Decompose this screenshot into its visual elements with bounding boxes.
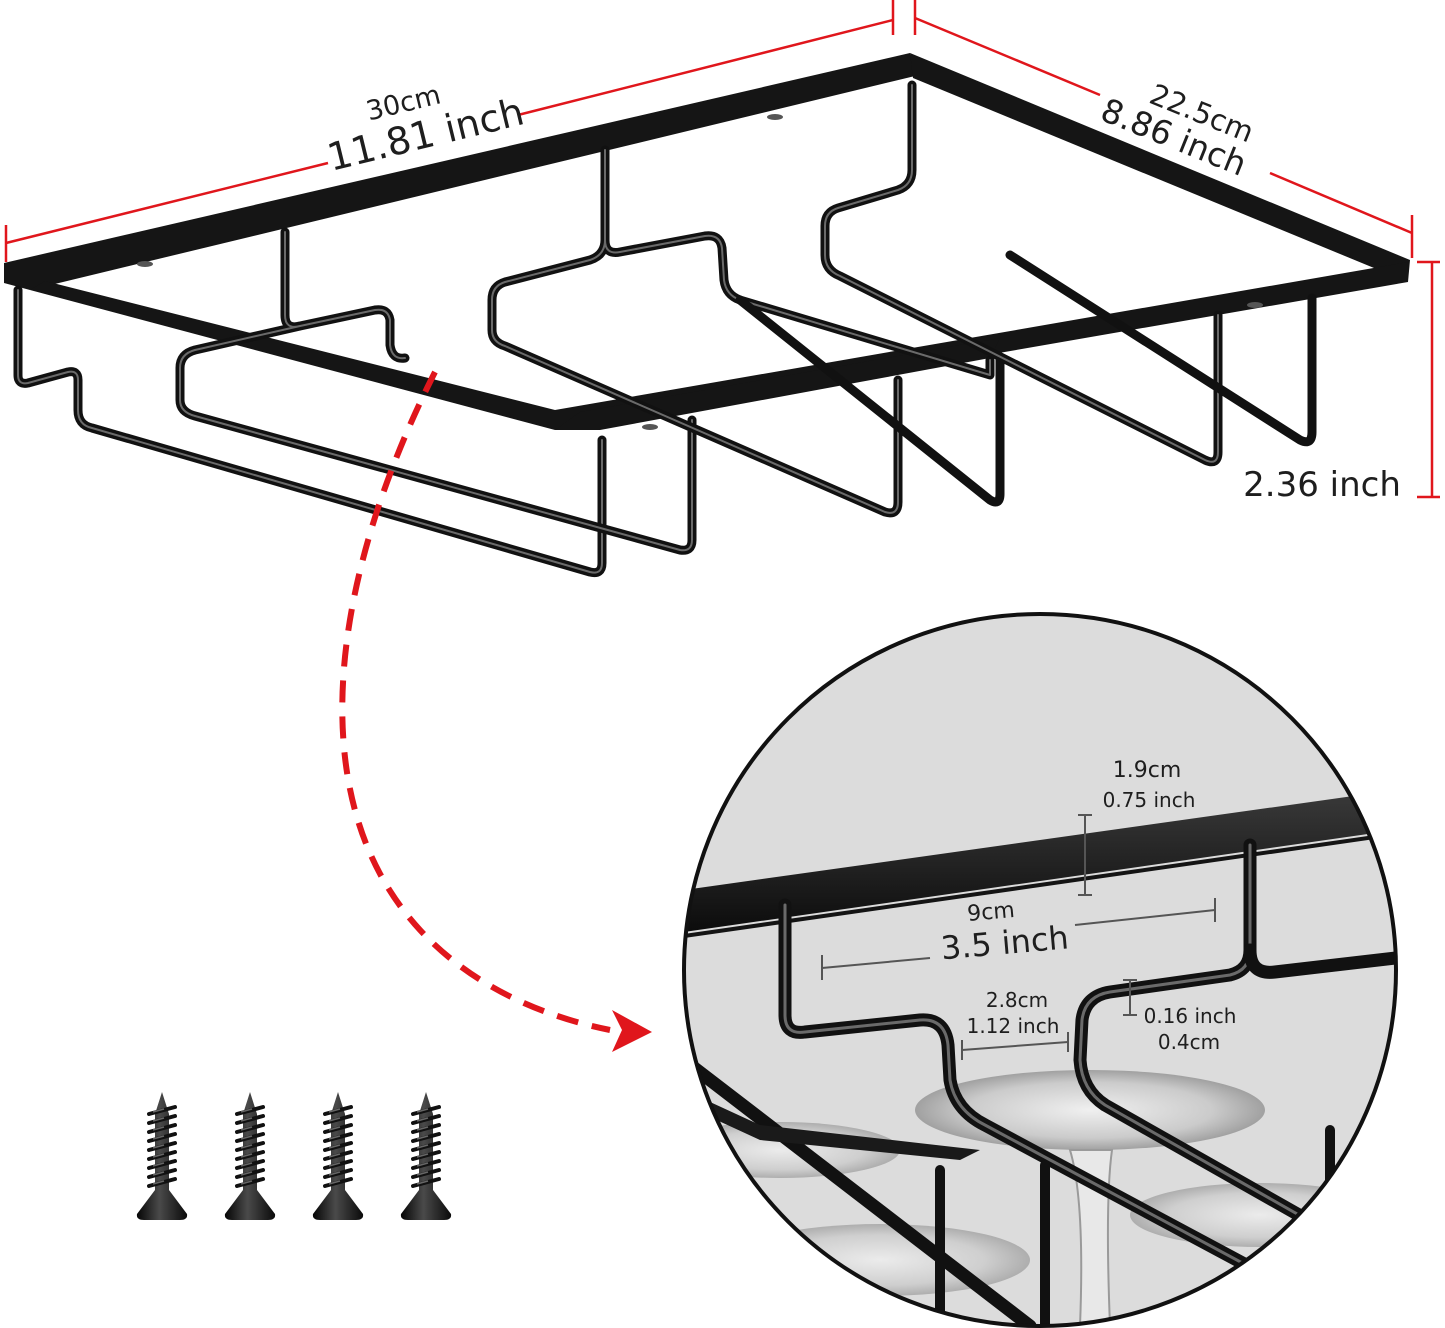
rack-right-rail	[910, 53, 1410, 282]
wire-holder-2	[175, 227, 697, 555]
dashed-arrow-icon	[339, 370, 652, 1052]
wine-glass-rack	[4, 53, 1410, 578]
wire-holder-4	[820, 80, 1317, 467]
rack-screw-hole	[1247, 302, 1263, 308]
height-inch-label: 2.36 inch	[1243, 465, 1401, 505]
wire-thickness-cm-label: 0.4cm	[1158, 1030, 1220, 1054]
rack-top-rail	[4, 53, 915, 290]
height-dimension: 2.36 inch	[1243, 260, 1440, 505]
wire-thickness-inch-label: 0.16 inch	[1144, 1004, 1237, 1028]
bar-width-inch-label: 0.75 inch	[1103, 788, 1196, 812]
rack-screw-hole	[767, 114, 783, 120]
wire-holder-3	[487, 145, 1005, 518]
width-dimension: 22.5cm 8.86 inch	[913, 0, 1414, 258]
rack-screw-hole	[137, 261, 153, 267]
length-dimension: 30cm 11.81 inch	[4, 0, 895, 262]
slot-spacing-cm-label: 9cm	[966, 898, 1016, 927]
screw-icon	[400, 1092, 452, 1220]
slot-opening-inch-label: 1.12 inch	[967, 1014, 1060, 1038]
screw-icon	[312, 1092, 364, 1220]
wire-thickness-dimension: 0.16 inch 0.4cm	[1123, 979, 1237, 1054]
bar-width-dimension: 1.9cm 0.75 inch	[1078, 758, 1196, 896]
rack-center-bar	[555, 338, 1000, 430]
slot-opening-cm-label: 2.8cm	[986, 988, 1048, 1012]
screw-icon	[136, 1092, 188, 1220]
zoom-detail: 1.9cm 0.75 inch 9cm 3.5 inch 2.8cm 1.12 …	[682, 612, 1398, 1328]
slot-opening-dimension: 2.8cm 1.12 inch	[961, 988, 1069, 1060]
screw-icon	[224, 1092, 276, 1220]
wire-holder-1	[13, 285, 607, 578]
screw-set	[136, 1092, 452, 1220]
rack-screw-hole	[642, 424, 658, 430]
bar-width-cm-label: 1.9cm	[1113, 758, 1182, 783]
zoom-top-bar	[684, 790, 1396, 932]
